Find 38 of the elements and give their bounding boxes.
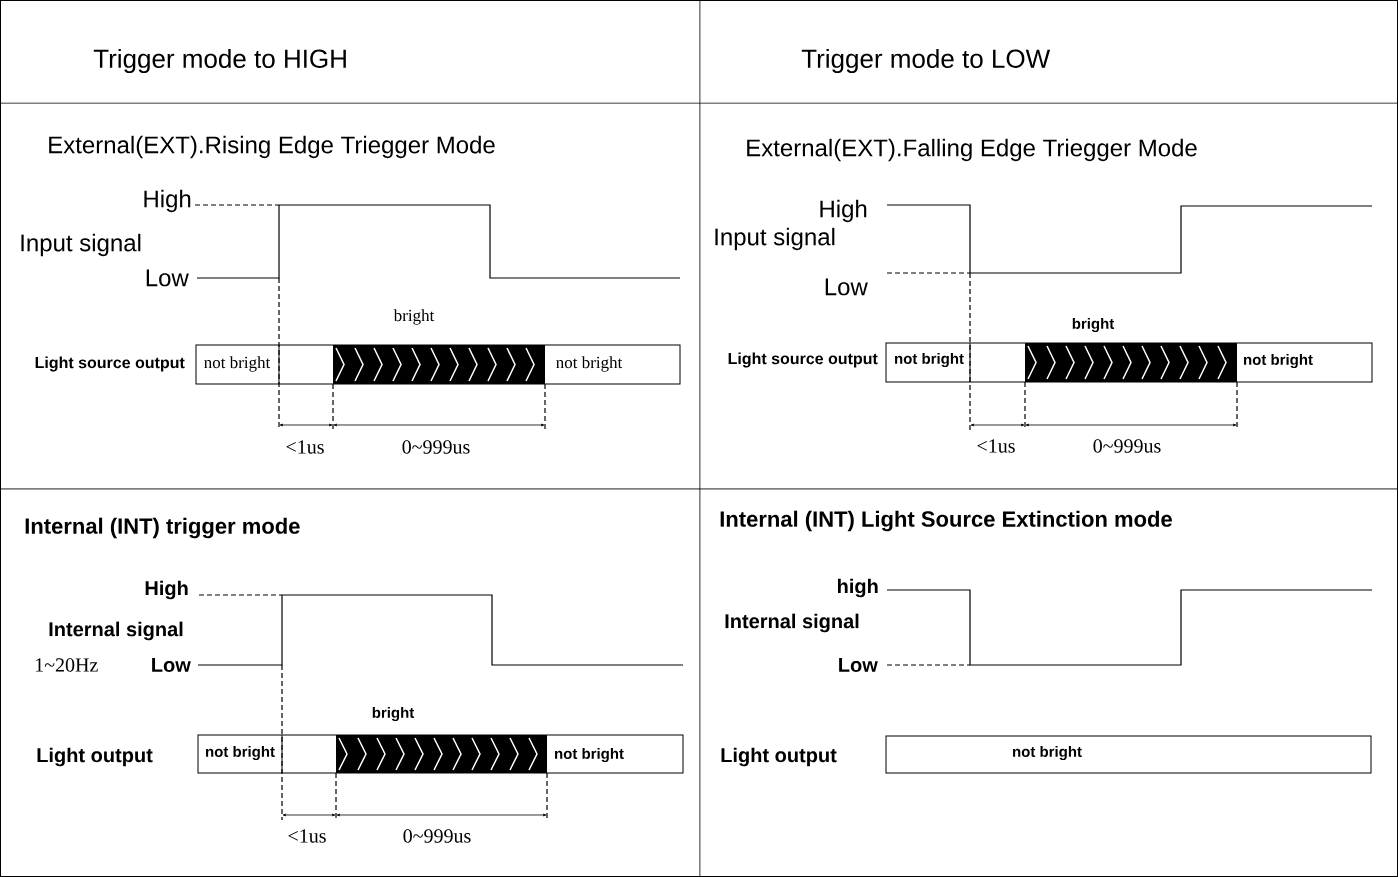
signal-label: Input signal — [21, 233, 141, 257]
level-label: High — [145, 580, 188, 600]
bar-label: not bright — [556, 356, 623, 372]
bar-label: not bright — [206, 745, 275, 760]
level-label: Low — [825, 278, 868, 296]
level-label: High — [144, 189, 191, 213]
signal-label: Light source output — [728, 352, 878, 368]
panel-title: External(EXT).Falling Edge Triegger Mode — [747, 138, 1197, 162]
dimension-label: 0~999us — [403, 829, 471, 843]
bar-label: not bright — [1244, 353, 1313, 368]
signal-label: Internal signal — [49, 621, 183, 641]
column-header: Trigger mode to HIGH — [93, 48, 346, 74]
panel-title: External(EXT).Rising Edge Triegger Mode — [49, 135, 495, 159]
bar-label: bright — [372, 706, 415, 721]
signal-label: Input signal — [715, 227, 835, 251]
level-label: Low — [839, 658, 878, 672]
signal-label: Light output — [721, 747, 837, 767]
signal-label: Light output — [37, 747, 153, 767]
dimension-label: <1us — [288, 829, 326, 843]
dimension-label: 0~999us — [402, 440, 470, 454]
dimension-label: <1us — [977, 439, 1015, 453]
frequency-label: 1~20Hz — [35, 658, 98, 672]
dimension-label: <1us — [286, 440, 324, 454]
panel-title: Internal (INT) trigger mode — [25, 517, 300, 539]
level-label: high — [838, 578, 878, 598]
level-label: Low — [146, 269, 189, 287]
bar-label: not bright — [1013, 745, 1082, 760]
panel-title: Internal (INT) Light Source Extinction mode — [720, 510, 1172, 532]
signal-label: Internal signal — [725, 613, 859, 633]
dimension-label: 0~999us — [1093, 439, 1161, 453]
bar-label: not bright — [555, 747, 624, 762]
bar-label: bright — [1072, 317, 1115, 332]
column-header: Trigger mode to LOW — [801, 48, 1051, 74]
bar-label: not bright — [895, 352, 964, 368]
bar-label: bright — [393, 309, 435, 325]
bar-label: not bright — [204, 356, 271, 372]
level-label: High — [820, 199, 867, 223]
level-label: Low — [152, 658, 191, 672]
